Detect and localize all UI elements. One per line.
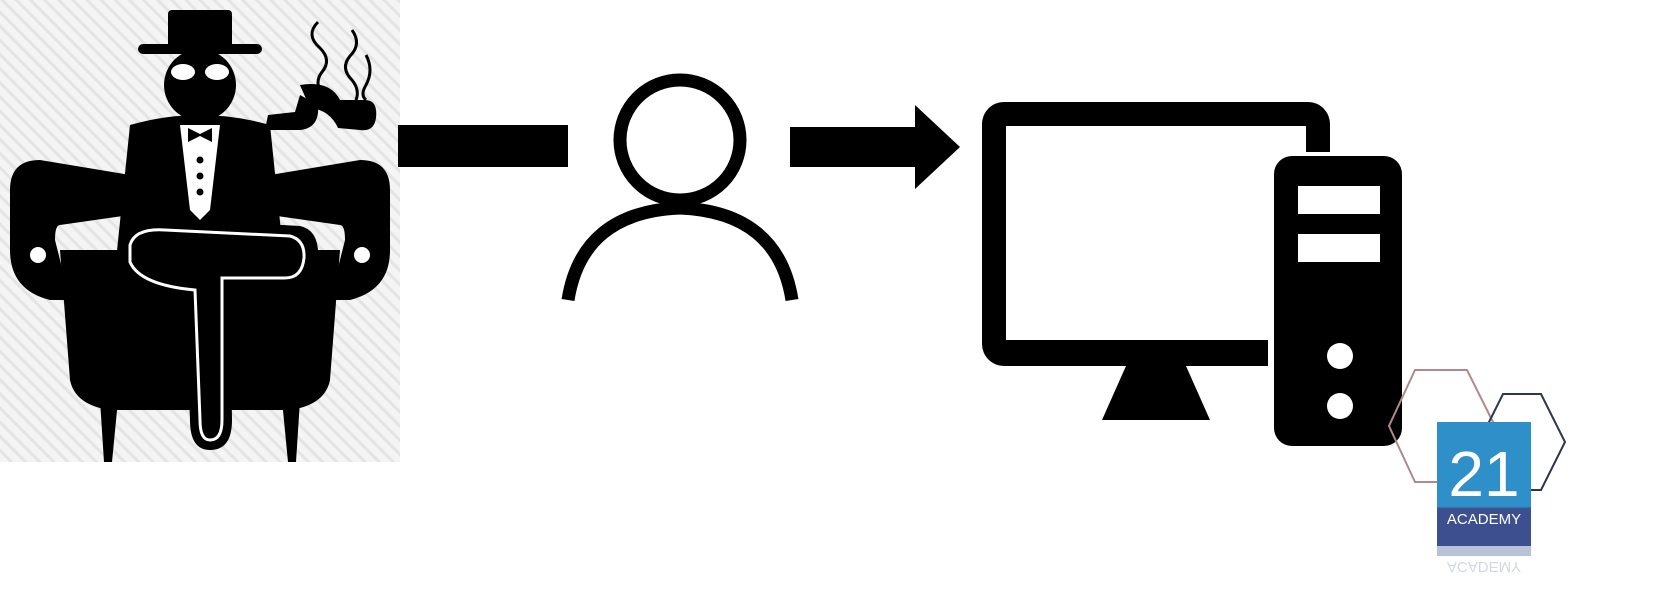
academy-logo: 21 ACADEMY ACADEMY [1385, 360, 1666, 603]
connector-line [398, 125, 568, 167]
logo-word: ACADEMY [1447, 511, 1521, 528]
user-outline-icon [560, 72, 800, 304]
logo-number: 21 [1448, 438, 1519, 510]
logo-word-reflection: ACADEMY [1447, 558, 1521, 575]
desktop-computer-icon [978, 98, 1408, 450]
boss-in-armchair-icon [0, 0, 400, 462]
arrow-right-icon [790, 105, 960, 189]
